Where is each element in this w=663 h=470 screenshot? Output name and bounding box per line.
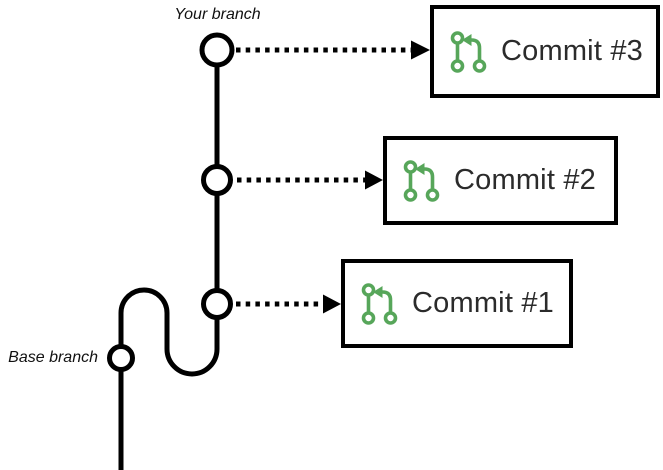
commit-label: Commit #1 (412, 287, 554, 319)
commit-node-2 (201, 164, 233, 196)
your-branch-label: Your branch (174, 6, 261, 23)
commit-box-3: Commit #3 (430, 5, 660, 98)
base-branch-label: Base branch (8, 349, 98, 366)
branch-line (118, 50, 220, 470)
commit-label: Commit #3 (501, 35, 643, 67)
commit-node-3 (199, 32, 235, 68)
commit-label: Commit #2 (454, 164, 596, 196)
commit-box-2: Commit #2 (383, 136, 618, 225)
arrowhead-icon (411, 40, 430, 60)
dotted-arrow-commit-2 (237, 170, 383, 190)
git-pull-request-icon (403, 159, 440, 202)
dotted-arrow-commit-3 (236, 40, 430, 60)
commit-box-1: Commit #1 (341, 259, 573, 348)
git-pull-request-icon (450, 30, 487, 73)
git-pull-request-icon (361, 282, 398, 325)
commit-node-1 (201, 288, 233, 320)
base-branch-node (107, 344, 135, 372)
dotted-arrow-commit-1 (236, 294, 341, 314)
arrowhead-icon (323, 294, 341, 314)
arrowhead-icon (365, 170, 383, 190)
